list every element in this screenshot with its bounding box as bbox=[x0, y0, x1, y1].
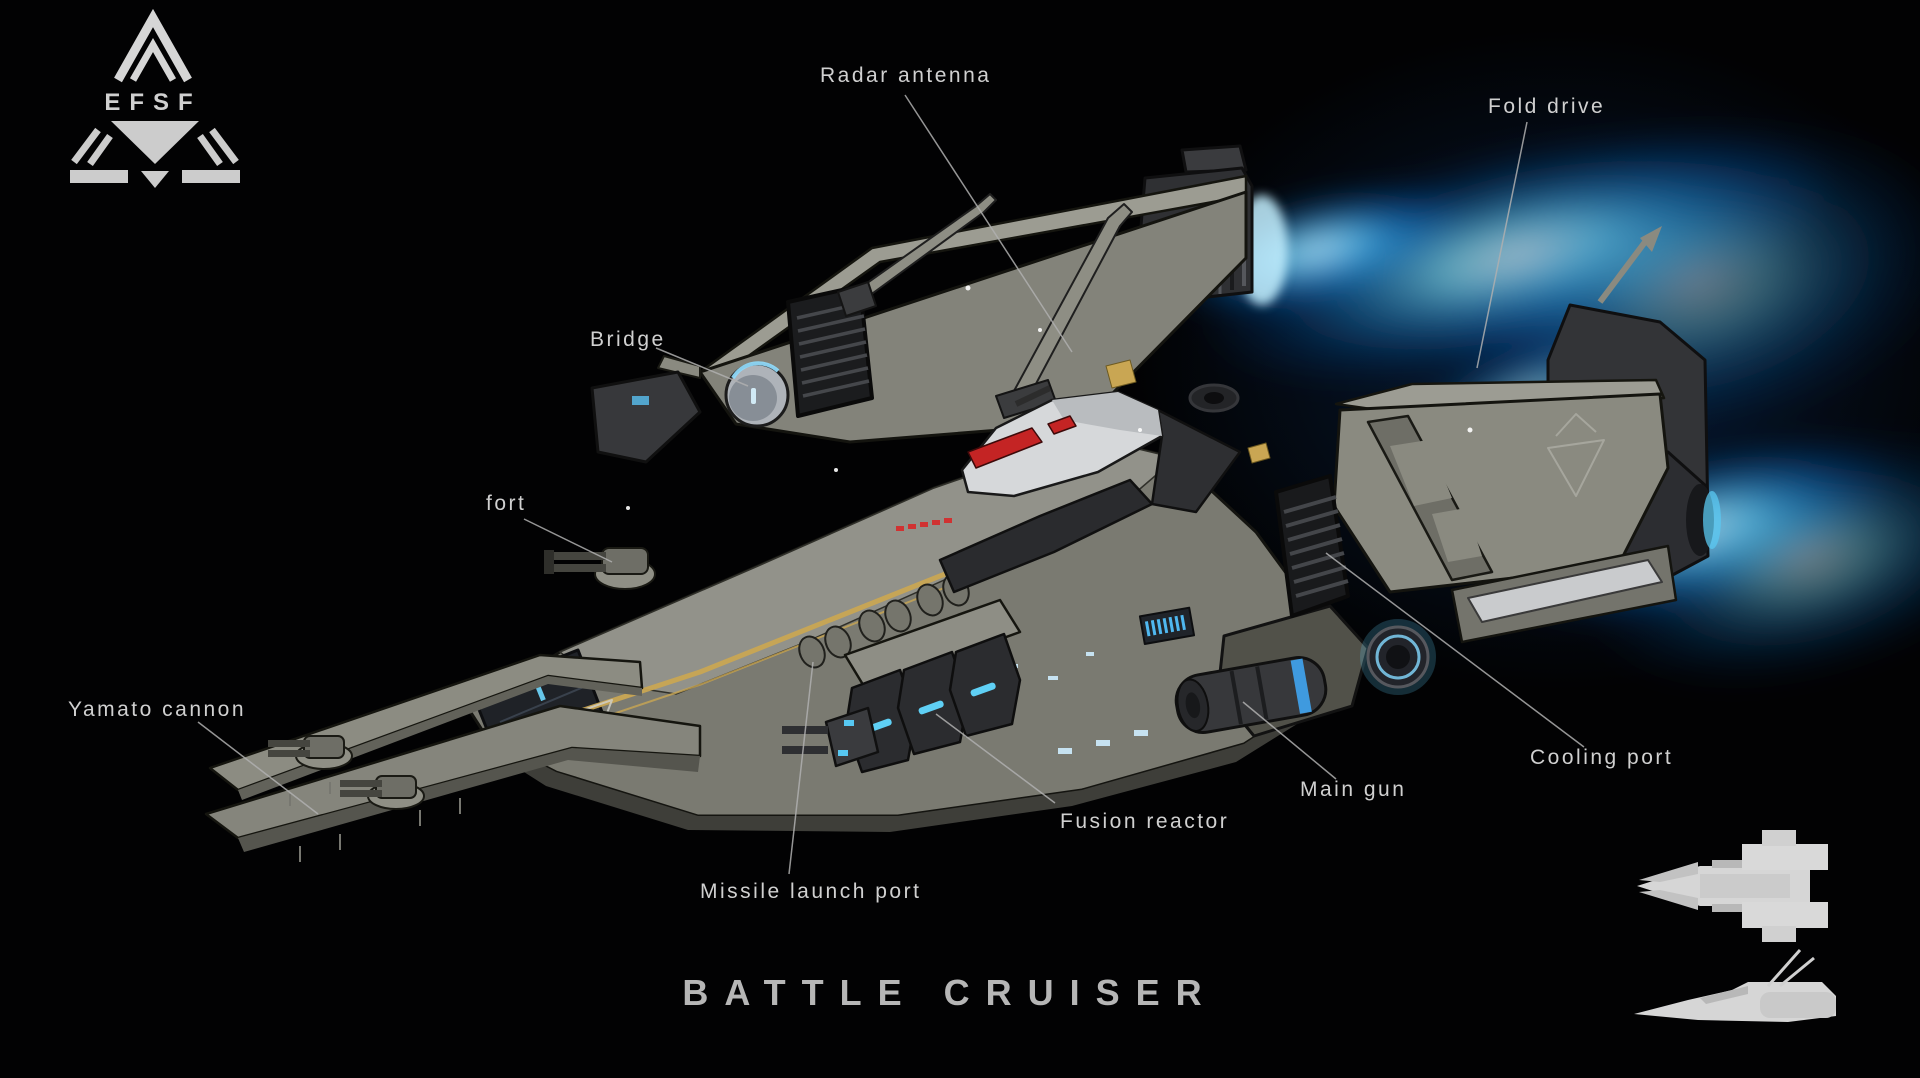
page-title: BATTLE CRUISER bbox=[682, 972, 1218, 1013]
callout-leader-lines bbox=[197, 94, 1585, 875]
missile-launch-ports bbox=[798, 573, 970, 669]
prow-turrets bbox=[268, 735, 425, 810]
label-main-gun: Main gun bbox=[1300, 778, 1407, 801]
logo-text: EFSF bbox=[104, 89, 201, 116]
thruster-port bbox=[1360, 619, 1436, 695]
command-tower bbox=[938, 390, 1242, 594]
hull-glints bbox=[626, 285, 1473, 510]
cooling-port-louver bbox=[1274, 474, 1350, 618]
prow-blades bbox=[204, 653, 702, 862]
fort-turret bbox=[544, 547, 656, 590]
inset-side-view bbox=[1634, 949, 1836, 1022]
bridge-dome bbox=[724, 361, 790, 428]
label-cooling-port: Cooling port bbox=[1530, 746, 1674, 769]
efsf-logo: EFSF bbox=[70, 8, 240, 188]
label-fort: fort bbox=[486, 492, 527, 515]
logo-chevron-icon bbox=[114, 8, 192, 83]
label-radar-antenna: Radar antenna bbox=[820, 64, 992, 87]
label-bridge: Bridge bbox=[590, 328, 666, 351]
label-yamato-cannon: Yamato cannon bbox=[68, 698, 247, 721]
label-fusion-reactor: Fusion reactor bbox=[1060, 810, 1230, 833]
nacelle-intake-louver bbox=[786, 284, 874, 418]
main-gun bbox=[1174, 604, 1370, 738]
inset-top-view bbox=[1637, 830, 1828, 942]
radar-antenna-masts bbox=[837, 193, 1133, 419]
label-missile-launch-port: Missile launch port bbox=[700, 880, 922, 903]
label-fold-drive: Fold drive bbox=[1488, 95, 1606, 118]
battle-cruiser-ship bbox=[204, 144, 1721, 862]
